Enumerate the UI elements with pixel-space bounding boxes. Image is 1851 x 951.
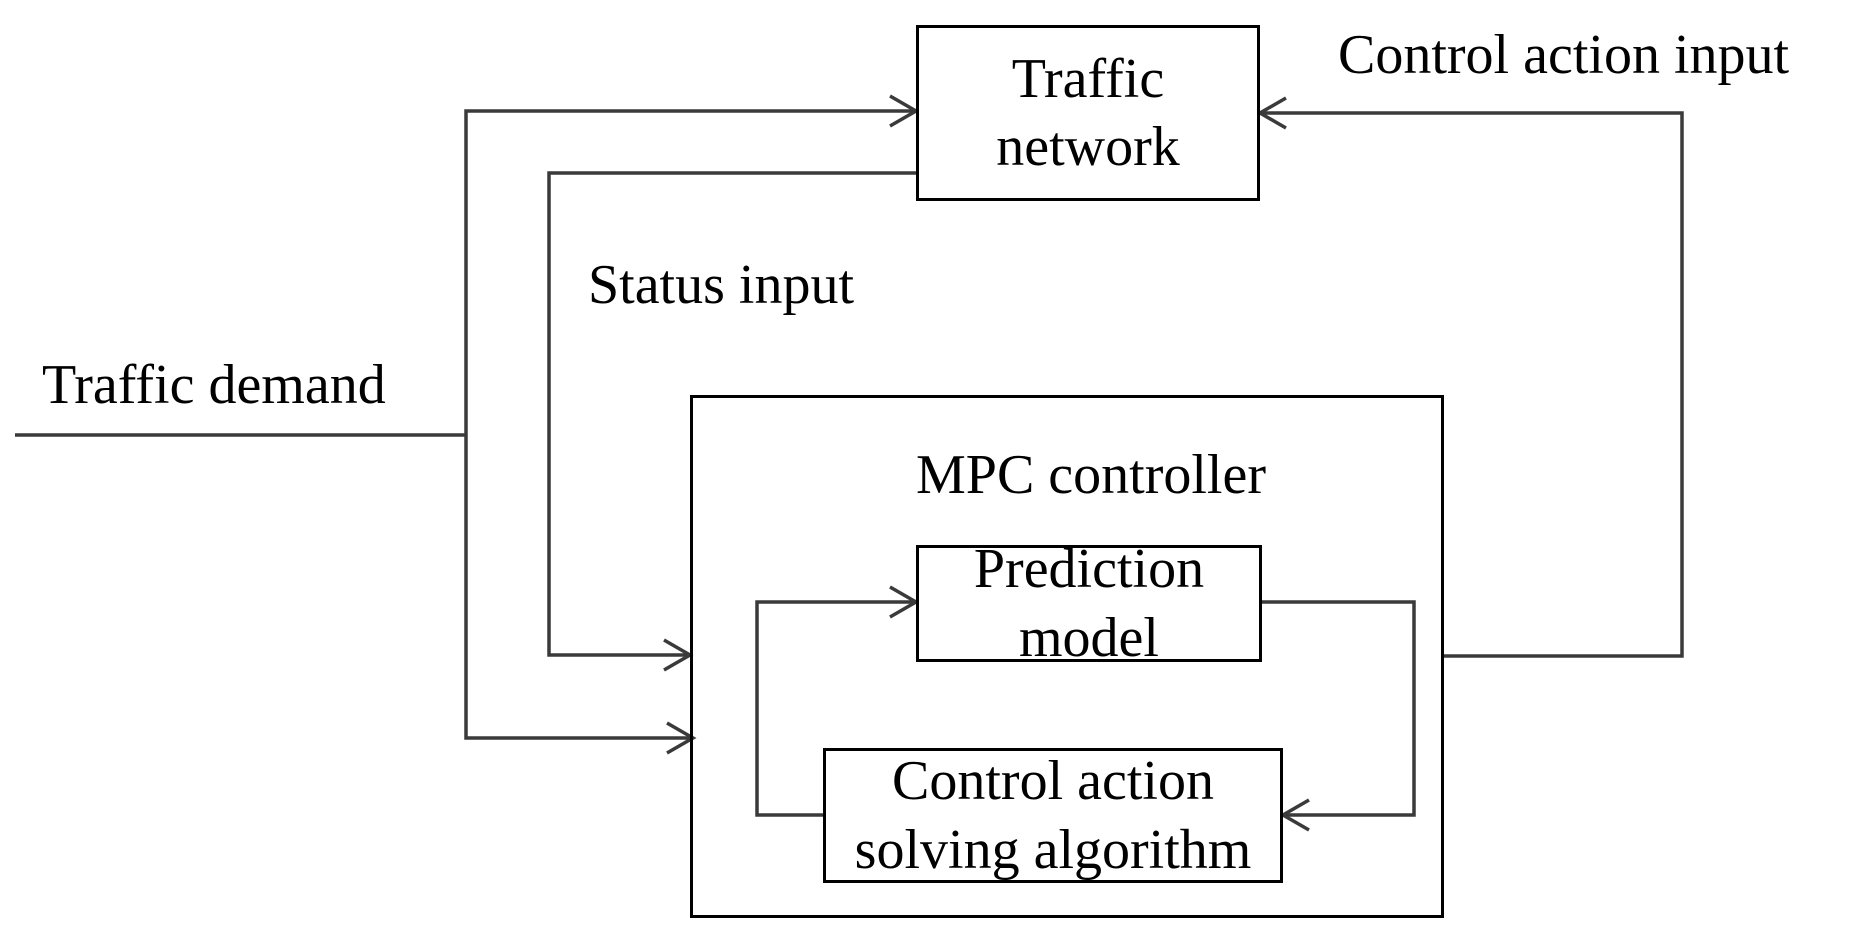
status-input-label: Status input: [588, 254, 855, 316]
control-action-input-label: Control action input: [1338, 24, 1790, 86]
traffic-network-label-line2: network: [996, 116, 1180, 178]
traffic-demand-label: Traffic demand: [42, 354, 386, 416]
control-action-solver-label-line1: Control action: [892, 750, 1214, 813]
traffic-network-node: Traffic network: [916, 25, 1260, 201]
traffic-demand-path: [464, 109, 916, 740]
prediction-model-node: Prediction model: [916, 538, 1262, 669]
arrowhead-left-icon: [1279, 798, 1310, 832]
arrowhead-left-icon: [1256, 96, 1287, 130]
solver-to-prediction-path: [755, 600, 916, 817]
traffic-network-label-line1: Traffic: [1011, 47, 1165, 110]
mpc-controller-title: MPC controller: [916, 444, 1266, 506]
control-action-path: [1260, 111, 1684, 658]
prediction-to-solver-connector: [1262, 600, 1416, 832]
prediction-model-label-line2: model: [1019, 606, 1159, 669]
status-input-path: [547, 171, 916, 657]
prediction-model-label-line1: Prediction: [973, 538, 1205, 601]
mpc-controller-node: [690, 395, 1444, 918]
control-action-connector: [1256, 96, 1684, 658]
control-action-solver-node: Control action solving algorithm: [823, 748, 1283, 883]
control-action-solver-label-line2: solving algorithm: [854, 818, 1252, 881]
prediction-to-solver-path: [1262, 600, 1416, 817]
arrowhead-right-icon: [666, 721, 697, 755]
